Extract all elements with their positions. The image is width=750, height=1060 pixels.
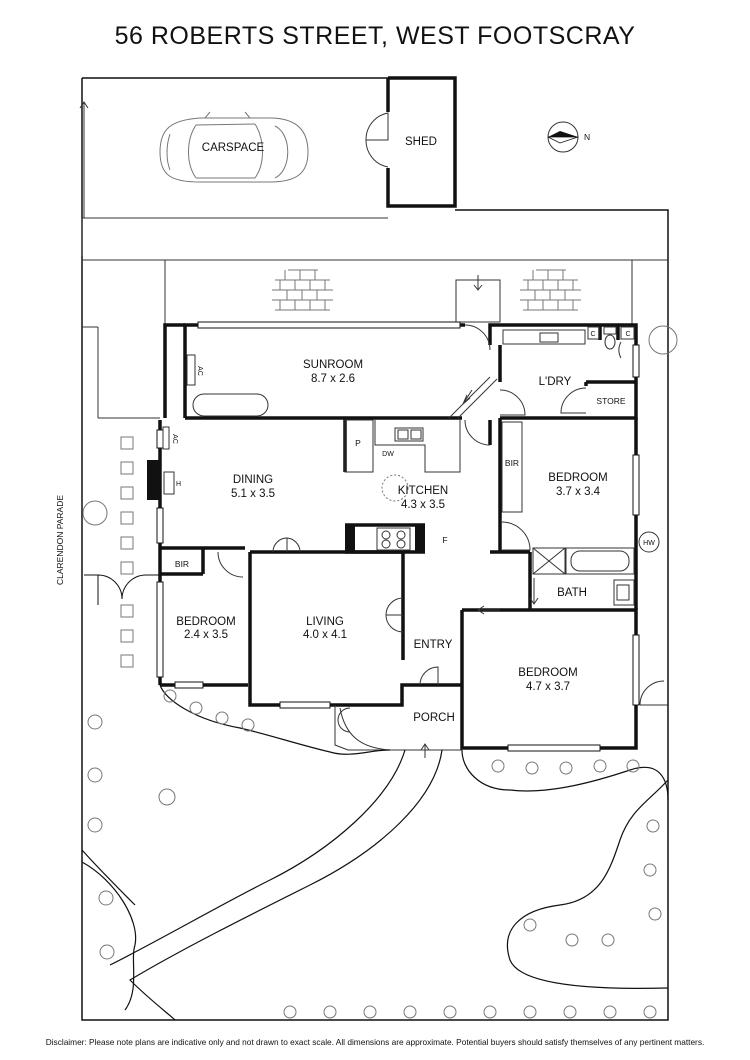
heater xyxy=(163,471,175,495)
cupboard xyxy=(620,326,635,340)
room-dims-sunroom: 8.7 x 2.6 xyxy=(311,373,355,385)
step xyxy=(455,275,501,323)
disclaimer: Disclaimer: Please note plans are indica… xyxy=(45,1037,705,1047)
compass-north-label: N xyxy=(584,132,590,142)
room-name-store: STORE xyxy=(596,396,625,406)
range-block xyxy=(415,525,425,552)
door xyxy=(464,419,491,446)
range-block xyxy=(345,525,355,552)
toilet-icon xyxy=(603,326,617,350)
bathtub-icon xyxy=(565,547,635,575)
room-name-porch: PORCH xyxy=(413,712,455,724)
room-name-sunroom: SUNROOM xyxy=(303,359,363,371)
shower-icon xyxy=(532,547,566,575)
room-name-laundry: L'DRY xyxy=(539,376,572,388)
room-name-shed: SHED xyxy=(405,136,437,148)
ac-label: AC xyxy=(196,366,203,376)
ac-unit xyxy=(186,354,196,386)
room-name-bedroom-east: BEDROOM xyxy=(548,472,607,484)
side-gate xyxy=(639,680,668,706)
car-icon xyxy=(159,111,309,183)
laundry-bench xyxy=(502,329,586,345)
compass-icon: N xyxy=(547,121,590,153)
site-inner-lines xyxy=(81,218,633,419)
arrow-icon xyxy=(79,101,89,118)
carport-lines xyxy=(82,102,668,261)
paving-icon xyxy=(272,269,333,311)
heater-label: H xyxy=(176,481,181,488)
hot-water-label: HW xyxy=(643,540,655,547)
cupboard-label: C xyxy=(625,331,630,338)
built-in-robe xyxy=(501,421,523,513)
room-name-bedroom-main: BEDROOM xyxy=(518,667,577,679)
windows xyxy=(156,321,640,752)
garden-beds xyxy=(81,684,669,1021)
arrow-icon xyxy=(529,578,539,605)
dishwasher-label: DW xyxy=(382,451,394,458)
room-name-living: LIVING xyxy=(306,616,344,628)
arrow-icon xyxy=(420,743,430,758)
hot-water-icon: HW xyxy=(638,531,660,553)
doors xyxy=(448,324,498,419)
room-name-dining: DINING xyxy=(233,474,273,486)
shrub-icon xyxy=(87,689,662,1019)
doors xyxy=(499,341,622,416)
room-dims-kitchen: 4.3 x 3.5 xyxy=(401,499,445,511)
sink-icon xyxy=(394,427,424,442)
plan-title: 56 ROBERTS STREET, WEST FOOTSCRAY xyxy=(114,22,636,50)
fireplace xyxy=(147,460,160,500)
cupboard-label: C xyxy=(590,331,595,338)
shed: SHED xyxy=(365,76,457,208)
room-name-kitchen: KITCHEN xyxy=(398,485,448,497)
cooktop-icon xyxy=(376,527,411,551)
pantry xyxy=(344,419,374,473)
tree-icon xyxy=(82,325,678,526)
room-dims-bedroom-east: 3.7 x 3.4 xyxy=(556,486,601,498)
bench-seat xyxy=(192,393,269,417)
paving-icon xyxy=(520,269,581,311)
door xyxy=(217,551,244,578)
street-label: CLARENDON PARADE xyxy=(55,495,65,585)
ac-unit xyxy=(162,426,170,450)
room-dims-dining: 5.1 x 3.5 xyxy=(231,488,275,500)
room-dims-bedroom-main: 4.7 x 3.7 xyxy=(526,681,570,693)
doors xyxy=(272,537,439,686)
room-name-entry: ENTRY xyxy=(414,639,453,651)
cupboard xyxy=(587,326,600,340)
room-name-carspace: CARSPACE xyxy=(202,142,265,154)
room-name-bath: BATH xyxy=(557,587,587,599)
island-outline xyxy=(381,474,409,502)
bir-label: BIR xyxy=(505,458,519,468)
arrow-icon xyxy=(477,605,500,615)
front-gate xyxy=(84,574,160,605)
pantry-label: P xyxy=(355,438,361,448)
vanity-basin xyxy=(616,584,630,601)
kitchen-bench xyxy=(374,420,461,473)
vanity xyxy=(613,579,635,606)
stepping-stones xyxy=(120,436,134,668)
ac-label: AC xyxy=(171,434,178,444)
trough xyxy=(539,332,559,343)
bir-label: BIR xyxy=(175,559,189,569)
room-name-bedroom-west: BEDROOM xyxy=(176,616,235,628)
door xyxy=(501,521,531,551)
room-dims-living: 4.0 x 4.1 xyxy=(303,629,347,641)
fridge-label: F xyxy=(442,535,447,545)
room-dims-bedroom-west: 2.4 x 3.5 xyxy=(184,629,228,641)
